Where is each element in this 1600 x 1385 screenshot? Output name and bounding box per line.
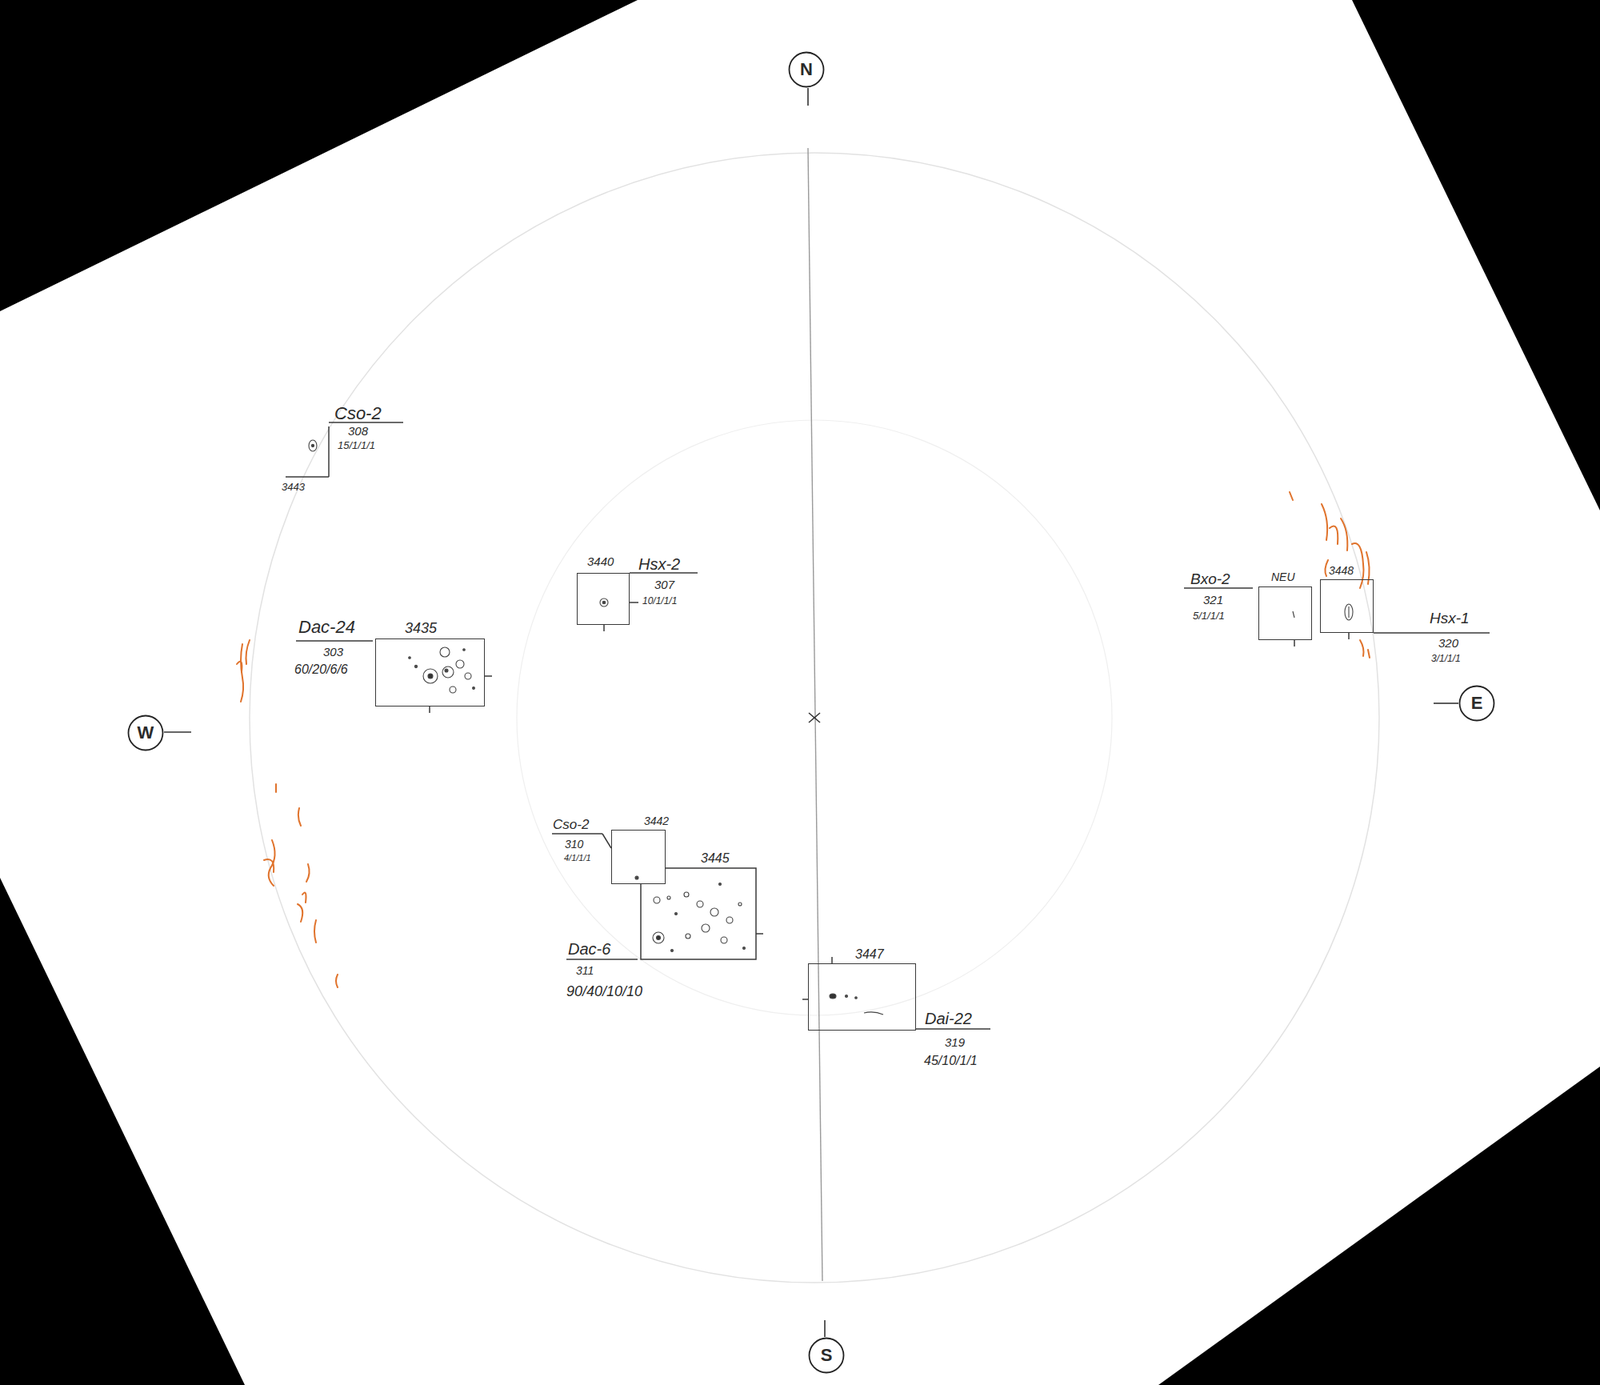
compass-marker: E	[1458, 684, 1496, 722]
group-number: Cso-2	[334, 404, 382, 423]
group-label: Cso-2	[552, 817, 589, 832]
sunspot-group-box: Cso-2308 15/1/1/1 3443	[280, 400, 408, 496]
group-label: 321	[1203, 593, 1224, 606]
group-label: 320	[1438, 636, 1459, 649]
group-label: 4/1/1/1	[564, 853, 592, 863]
group-number: 3445	[700, 852, 730, 865]
sunspot-group-box: 3448Hsx-13203/1/1/1	[1320, 579, 1374, 633]
group-label: 90/40/10/10	[566, 984, 643, 999]
compass-marker: S	[808, 1336, 845, 1374]
group-number: 3442	[644, 815, 669, 827]
compass-stems	[164, 88, 1459, 1337]
group-label: Bxo-2	[1190, 571, 1231, 587]
center-cross	[808, 712, 820, 723]
group-number: 3447	[855, 948, 884, 961]
group-label: 310	[564, 838, 584, 850]
solar-limb	[249, 152, 1380, 1283]
group-label: Dac-24	[298, 618, 356, 636]
group-label: Hsx-1	[1429, 610, 1470, 626]
sunspot-group-box: 3440Hsx-230710/1/1/1	[576, 572, 630, 625]
group-label: 10/1/1/1	[642, 596, 677, 606]
group-number: 3448	[1328, 564, 1354, 576]
group-label: 307	[654, 578, 675, 591]
group-label: 303	[323, 645, 344, 658]
faculae	[236, 492, 1370, 988]
group-number: 3440	[587, 555, 614, 568]
compass-letter: E	[1471, 694, 1484, 712]
group-label: 3443	[281, 481, 305, 492]
group-label: 15/1/1/1	[337, 440, 376, 451]
compass-letter: S	[820, 1346, 833, 1364]
sunspot-group-box: 3442Cso-23104/1/1/1	[611, 829, 666, 884]
group-label: 45/10/1/1	[924, 1054, 978, 1068]
compass-marker: W	[127, 714, 164, 752]
compass-marker: N	[788, 51, 825, 88]
group-label: Dac-6	[568, 940, 611, 957]
sunspot-group-box: NEUBxo-23215/1/1/1	[1258, 586, 1312, 640]
group-number: 3435	[404, 620, 437, 636]
sunspot-group-box: 3447Dai-2231945/10/1/1	[808, 963, 916, 1031]
group-number: NEU	[1271, 571, 1296, 583]
compass-letter: N	[800, 60, 813, 79]
group-label: 311	[576, 964, 594, 976]
group-label: 5/1/1/1	[1192, 610, 1225, 621]
group-label: 60/20/6/6	[294, 663, 348, 676]
sunspots	[308, 440, 1353, 1015]
sunspot-group-box: 3445Dac-631190/40/10/10	[640, 868, 756, 960]
group-label: 3/1/1/1	[1431, 653, 1461, 664]
meridian-line	[808, 148, 823, 1281]
compass-letter: W	[137, 724, 155, 742]
group-label: Hsx-2	[638, 556, 680, 572]
group-label: Dai-22	[924, 1010, 972, 1027]
sunspot-group-box: 3435Dac-2430360/20/6/6	[375, 638, 485, 707]
leader-lines	[285, 422, 1490, 1029]
group-label: 308	[348, 424, 368, 437]
group-label: 319	[944, 1036, 965, 1048]
inner-circle	[516, 420, 1112, 1016]
